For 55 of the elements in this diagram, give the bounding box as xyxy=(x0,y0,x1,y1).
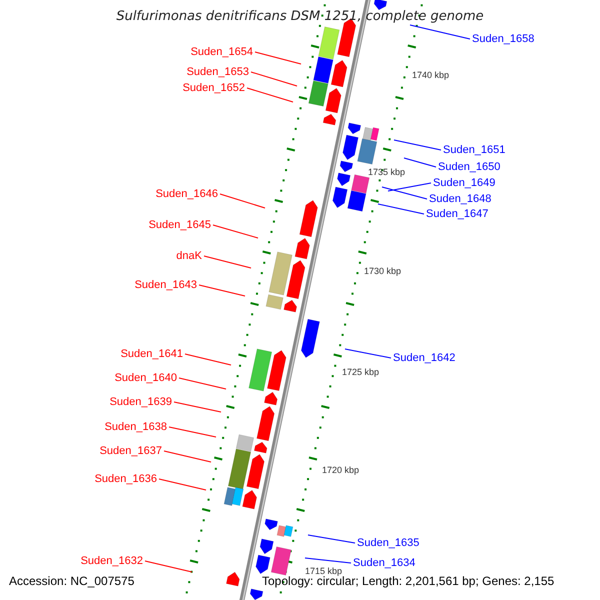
leader-line xyxy=(404,158,436,168)
leader-line xyxy=(198,284,246,296)
gene-label: Suden_1641 xyxy=(120,347,183,361)
gene-label: Suden_1634 xyxy=(353,556,416,570)
gene-label: Suden_1637 xyxy=(100,444,162,458)
topology-text: Topology: circular; Length: 2,201,561 bp; Genes: 2,155 xyxy=(262,574,554,589)
leader-line xyxy=(184,354,232,366)
leader-line xyxy=(164,450,212,462)
gene-label: Suden_1654 xyxy=(190,45,253,59)
gene-label: Suden_1635 xyxy=(357,536,420,550)
leader-line xyxy=(178,378,226,390)
gene-label: Suden_1646 xyxy=(156,187,218,201)
gene-label: Suden_1647 xyxy=(426,207,488,221)
leader-line xyxy=(144,560,192,572)
leader-line xyxy=(168,426,216,438)
gene-label: Suden_1651 xyxy=(443,143,506,157)
gene-label: Suden_1639 xyxy=(110,395,172,409)
gene-label: Suden_1638 xyxy=(104,420,167,434)
leader-line xyxy=(304,558,352,564)
gene-label: Suden_1642 xyxy=(393,351,456,365)
tick-label: 1735 kbp xyxy=(368,167,406,178)
leader-line xyxy=(378,204,424,214)
tick-label: 1725 kbp xyxy=(342,367,380,378)
accession-text: Accession: NC_007575 xyxy=(9,574,134,589)
leader-line xyxy=(250,72,298,86)
leader-line xyxy=(204,256,252,268)
gene-label: Suden_1632 xyxy=(80,554,143,568)
gene-label: Suden_1650 xyxy=(438,160,500,174)
leader-line xyxy=(394,140,442,150)
leader-line xyxy=(174,402,222,412)
leader-line xyxy=(344,348,392,358)
leader-line xyxy=(246,88,294,102)
gene-label: Suden_1652 xyxy=(182,81,245,95)
gene-label: Suden_1649 xyxy=(433,176,496,190)
gene-label: Suden_1653 xyxy=(186,65,249,79)
leader-line xyxy=(388,182,432,192)
leader-line xyxy=(220,194,266,208)
leader-line xyxy=(212,224,258,238)
tick-label: 1730 kbp xyxy=(364,266,402,277)
leader-line xyxy=(382,186,428,200)
leader-line xyxy=(158,478,206,490)
tick-label: 1720 kbp xyxy=(322,465,360,476)
leader-line xyxy=(254,52,302,64)
gene-label: Suden_1645 xyxy=(148,218,211,232)
tick-label: 1715 kbp xyxy=(305,566,342,576)
diagram-title: Sulfurimonas denitrificans DSM 1251, complete genome xyxy=(115,9,485,25)
tick-label: 1740 kbp xyxy=(412,70,450,81)
gene-label: Suden_1636 xyxy=(94,472,157,486)
gene-label: Suden_1643 xyxy=(134,278,197,292)
gene-label: Suden_1658 xyxy=(472,32,534,46)
gene-label: Suden_1648 xyxy=(429,192,492,206)
gene-label: Suden_1640 xyxy=(114,371,177,385)
leader-line xyxy=(410,24,470,40)
gene-label: dnaK xyxy=(176,249,202,263)
leader-line xyxy=(308,534,356,544)
